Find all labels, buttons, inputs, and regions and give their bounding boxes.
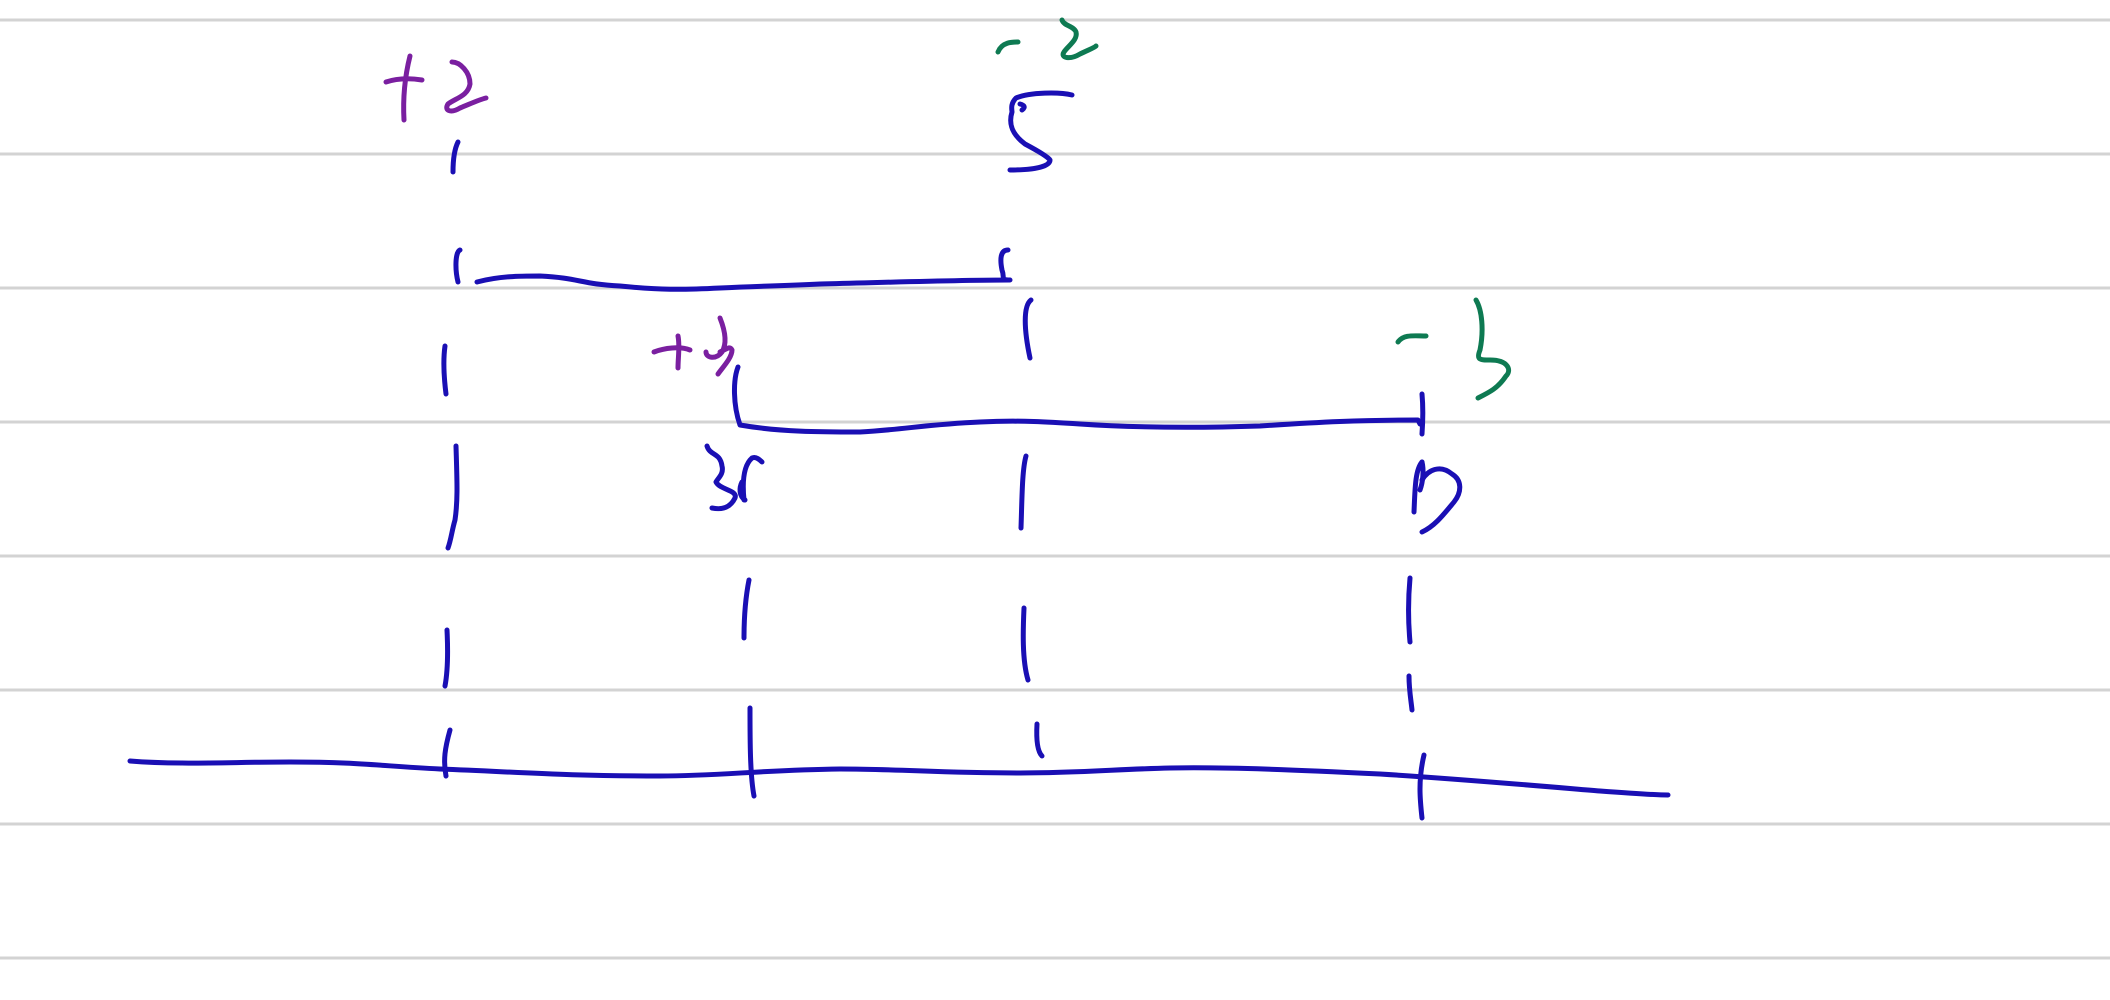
dashed-line (1020, 605, 1031, 683)
label-plus2-two (444, 59, 489, 114)
dashed-line (441, 343, 449, 397)
label-plus2-vertical (401, 53, 413, 123)
tick-label-3-5-r (740, 455, 765, 503)
label-minus1-one (1473, 297, 1512, 401)
dashed-line (442, 627, 451, 689)
dashed-line (1406, 575, 1413, 645)
label-plus2-horizontal (383, 76, 425, 85)
plus-labels (383, 53, 735, 377)
tick-mark (442, 727, 453, 779)
dashed-line (741, 577, 752, 641)
bracket-lower (732, 364, 1423, 435)
ruled-lines (0, 18, 2110, 960)
number-line-sketch (127, 90, 1671, 821)
bracket-upper (474, 247, 1013, 292)
tick-label-3-5 (704, 443, 738, 512)
dashed-line (1022, 297, 1034, 361)
label-minus2-two (1059, 17, 1099, 61)
label-plus1-one (703, 315, 735, 377)
tick-label-7-body (1419, 466, 1463, 535)
bracket-lower-end (1419, 391, 1426, 437)
label-plus1-horizontal (651, 345, 693, 355)
dashed-line (1018, 453, 1029, 531)
label-minus2-dash (995, 39, 1021, 55)
dashed-line (1406, 673, 1415, 713)
dashed-line (450, 139, 461, 175)
minus-labels (995, 17, 1512, 401)
label-plus1-vertical (675, 333, 682, 371)
tick-mark (1417, 752, 1427, 821)
dashed-line (453, 247, 463, 285)
tick-label-5 (1007, 90, 1075, 173)
dashed-line (445, 443, 460, 551)
axis-line (127, 758, 1671, 798)
tick-label-5-dot (1017, 101, 1027, 113)
tick-mark (1034, 721, 1045, 759)
tick-mark (747, 705, 757, 799)
label-minus1-dash (1395, 333, 1429, 345)
